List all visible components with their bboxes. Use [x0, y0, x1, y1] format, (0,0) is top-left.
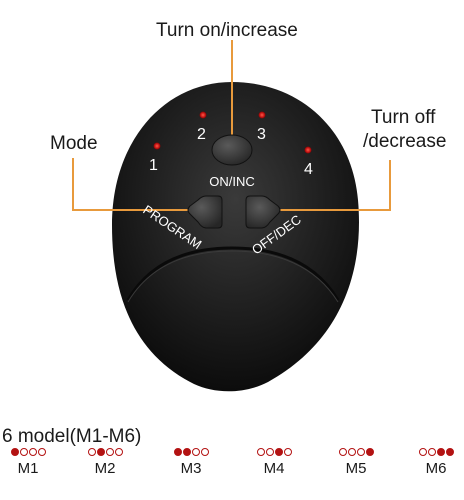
device-body	[112, 82, 359, 392]
indicator-dot-1	[173, 448, 182, 456]
mode-dots	[406, 446, 464, 458]
indicator-dot-2	[265, 448, 274, 456]
mode-label: M4	[263, 460, 285, 477]
lower-section-seam	[126, 246, 340, 301]
indicator-dot-2	[96, 448, 105, 456]
mode-m4: M4	[244, 446, 304, 477]
mode-label: M3	[180, 460, 202, 477]
indicator-dot-4	[37, 448, 46, 456]
modes-title: 6 model(M1-M6)	[2, 426, 142, 447]
led-2	[199, 111, 207, 119]
on-inc-label: ON/INC	[209, 174, 255, 189]
indicator-dot-3	[436, 448, 445, 456]
led-label-2: 2	[197, 126, 206, 143]
indicator-dot-1	[87, 448, 96, 456]
callout-line-mode	[72, 158, 197, 211]
off-dec-button[interactable]	[245, 195, 281, 229]
led-4	[304, 146, 312, 154]
indicator-dot-4	[445, 448, 454, 456]
mode-label: M5	[345, 460, 367, 477]
mode-m3: M3	[161, 446, 221, 477]
mode-label: M2	[94, 460, 116, 477]
indicator-dot-1	[10, 448, 19, 456]
indicator-dot-2	[182, 448, 191, 456]
led-3	[258, 111, 266, 119]
indicator-dot-2	[19, 448, 28, 456]
mode-m1: M1	[0, 446, 58, 477]
indicator-dot-4	[283, 448, 292, 456]
callout-line-right	[271, 160, 391, 211]
callout-mode: Mode	[50, 133, 98, 154]
indicator-dot-1	[418, 448, 427, 456]
callout-turn-off-line2: /decrease	[363, 131, 447, 152]
indicator-dot-1	[256, 448, 265, 456]
mode-dots	[161, 446, 221, 458]
indicator-dot-3	[191, 448, 200, 456]
callout-turn-on-increase: Turn on/increase	[156, 20, 298, 41]
led-label-1: 1	[149, 157, 158, 174]
mode-dots	[244, 446, 304, 458]
led-label-3: 3	[257, 126, 266, 143]
indicator-dot-4	[200, 448, 209, 456]
mode-label: M6	[425, 460, 447, 477]
indicator-dot-4	[365, 448, 374, 456]
indicator-dot-3	[356, 448, 365, 456]
indicator-dot-3	[274, 448, 283, 456]
led-label-4: 4	[304, 161, 313, 178]
indicator-dot-1	[338, 448, 347, 456]
indicator-dot-4	[114, 448, 123, 456]
indicator-dot-3	[105, 448, 114, 456]
callout-turn-off-line1: Turn off	[371, 107, 436, 128]
program-button[interactable]	[187, 195, 223, 229]
led-1	[153, 142, 161, 150]
mode-m5: M5	[326, 446, 386, 477]
indicator-dot-2	[347, 448, 356, 456]
mode-label: M1	[17, 460, 39, 477]
on-inc-button[interactable]	[211, 134, 253, 166]
mode-dots	[0, 446, 58, 458]
indicator-dot-2	[427, 448, 436, 456]
mode-dots	[326, 446, 386, 458]
mode-m6: M6	[406, 446, 464, 477]
mode-m2: M2	[75, 446, 135, 477]
mode-dots	[75, 446, 135, 458]
indicator-dot-3	[28, 448, 37, 456]
